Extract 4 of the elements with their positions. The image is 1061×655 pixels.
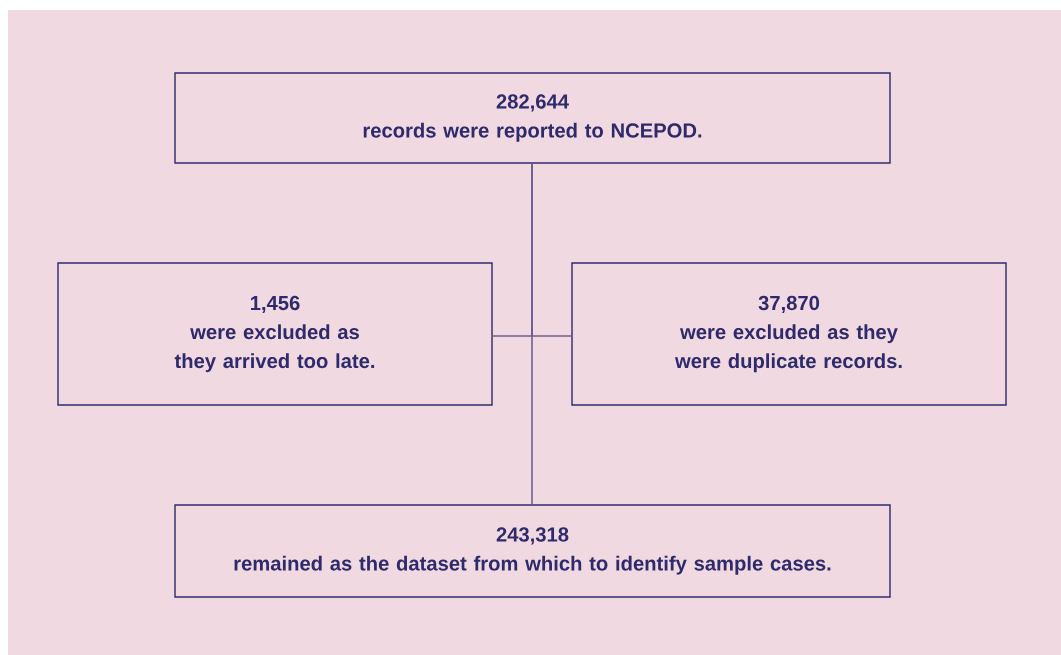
process-box: 282,644 records were reported to NCEPOD. [174, 72, 891, 164]
process-box: 1,456 were excluded as they arrived too late. [57, 262, 493, 406]
process-box: 243,318 remained as the dataset from which to identify sample cases. [174, 504, 891, 598]
process-box: 37,870 were excluded as they were duplicate records. [571, 262, 1007, 406]
